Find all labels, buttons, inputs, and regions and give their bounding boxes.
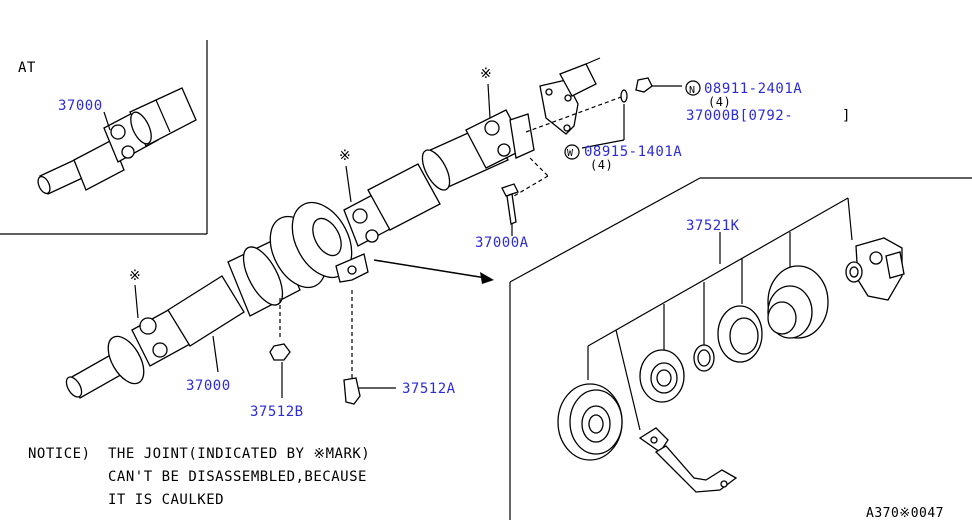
variant-label: AT xyxy=(18,60,36,76)
inset-shaft-drawing xyxy=(37,87,197,195)
rubber-mount-drawing xyxy=(557,383,623,461)
leader-37000-main xyxy=(212,335,219,373)
center-bearing-assembly xyxy=(269,191,393,289)
notice-lead: NOTICE) xyxy=(28,446,91,462)
dash-bolt-1 xyxy=(529,157,549,177)
companion-flange xyxy=(539,57,601,135)
leader-inset-shaft xyxy=(103,111,111,131)
bolt-37000a-drawing xyxy=(501,183,519,225)
yoke-flange-drawing xyxy=(845,237,905,301)
leader-caulk-rear xyxy=(487,83,491,119)
seal-drawing xyxy=(717,305,763,363)
part-37000-inset[interactable]: 37000 xyxy=(58,98,103,114)
leader-caulk-front xyxy=(134,284,139,319)
nut-code-badge xyxy=(685,80,701,96)
ref-line-end: ] xyxy=(842,108,851,124)
bearing-drawing xyxy=(639,349,685,403)
washer-qty: (4) xyxy=(590,158,613,172)
part-37000a[interactable]: 37000A xyxy=(475,235,529,251)
leader-caulk-center xyxy=(345,165,352,203)
figure-code: A370※0047 xyxy=(866,506,944,520)
washer-code-badge xyxy=(564,144,580,160)
caulk-mark-rear: ※ xyxy=(480,66,492,82)
nut-37512b-icon xyxy=(269,343,291,361)
dash-flange-axis xyxy=(525,95,625,133)
bolt-37512a-icon xyxy=(343,377,361,405)
dash-bolt-2 xyxy=(513,175,549,197)
dust-cover-drawing xyxy=(767,265,829,339)
part-37521k[interactable]: 37521K xyxy=(686,218,740,234)
bracket-strap-drawing xyxy=(638,427,738,493)
washer-code-prefix: W xyxy=(567,148,574,159)
notice-line-2: CAN'T BE DISASSEMBLED,BECAUSE xyxy=(108,469,367,485)
snap-ring-drawing xyxy=(693,344,715,372)
nut-icon xyxy=(635,77,653,93)
detail-arrowhead xyxy=(480,272,494,284)
part-37512b[interactable]: 37512B xyxy=(250,404,304,420)
leader-washer-b xyxy=(581,139,625,149)
part-08911-2401a[interactable]: 08911-2401A xyxy=(704,81,802,97)
detail-frame xyxy=(509,177,972,520)
rear-yoke-section xyxy=(465,109,535,169)
caulk-mark-center: ※ xyxy=(339,148,351,164)
notice-line-1: THE JOINT(INDICATED BY ※MARK) xyxy=(108,446,370,462)
nut-code-prefix: N xyxy=(689,85,696,96)
bearing-kit-leader-tree xyxy=(587,197,853,431)
detail-arrow-line xyxy=(373,259,487,279)
front-yoke-section xyxy=(65,307,191,399)
part-37000-main[interactable]: 37000 xyxy=(186,378,231,394)
part-08915-1401a[interactable]: 08915-1401A xyxy=(584,144,682,160)
nut-qty: (4) xyxy=(708,95,731,109)
at-inset-frame xyxy=(0,40,208,235)
caulk-mark-front: ※ xyxy=(129,268,141,284)
ref-line-37000b[interactable]: 37000B[0792- xyxy=(686,108,793,124)
part-37512a[interactable]: 37512A xyxy=(402,381,456,397)
notice-line-3: IT IS CAULKED xyxy=(108,492,224,508)
washer-icon xyxy=(620,89,628,103)
